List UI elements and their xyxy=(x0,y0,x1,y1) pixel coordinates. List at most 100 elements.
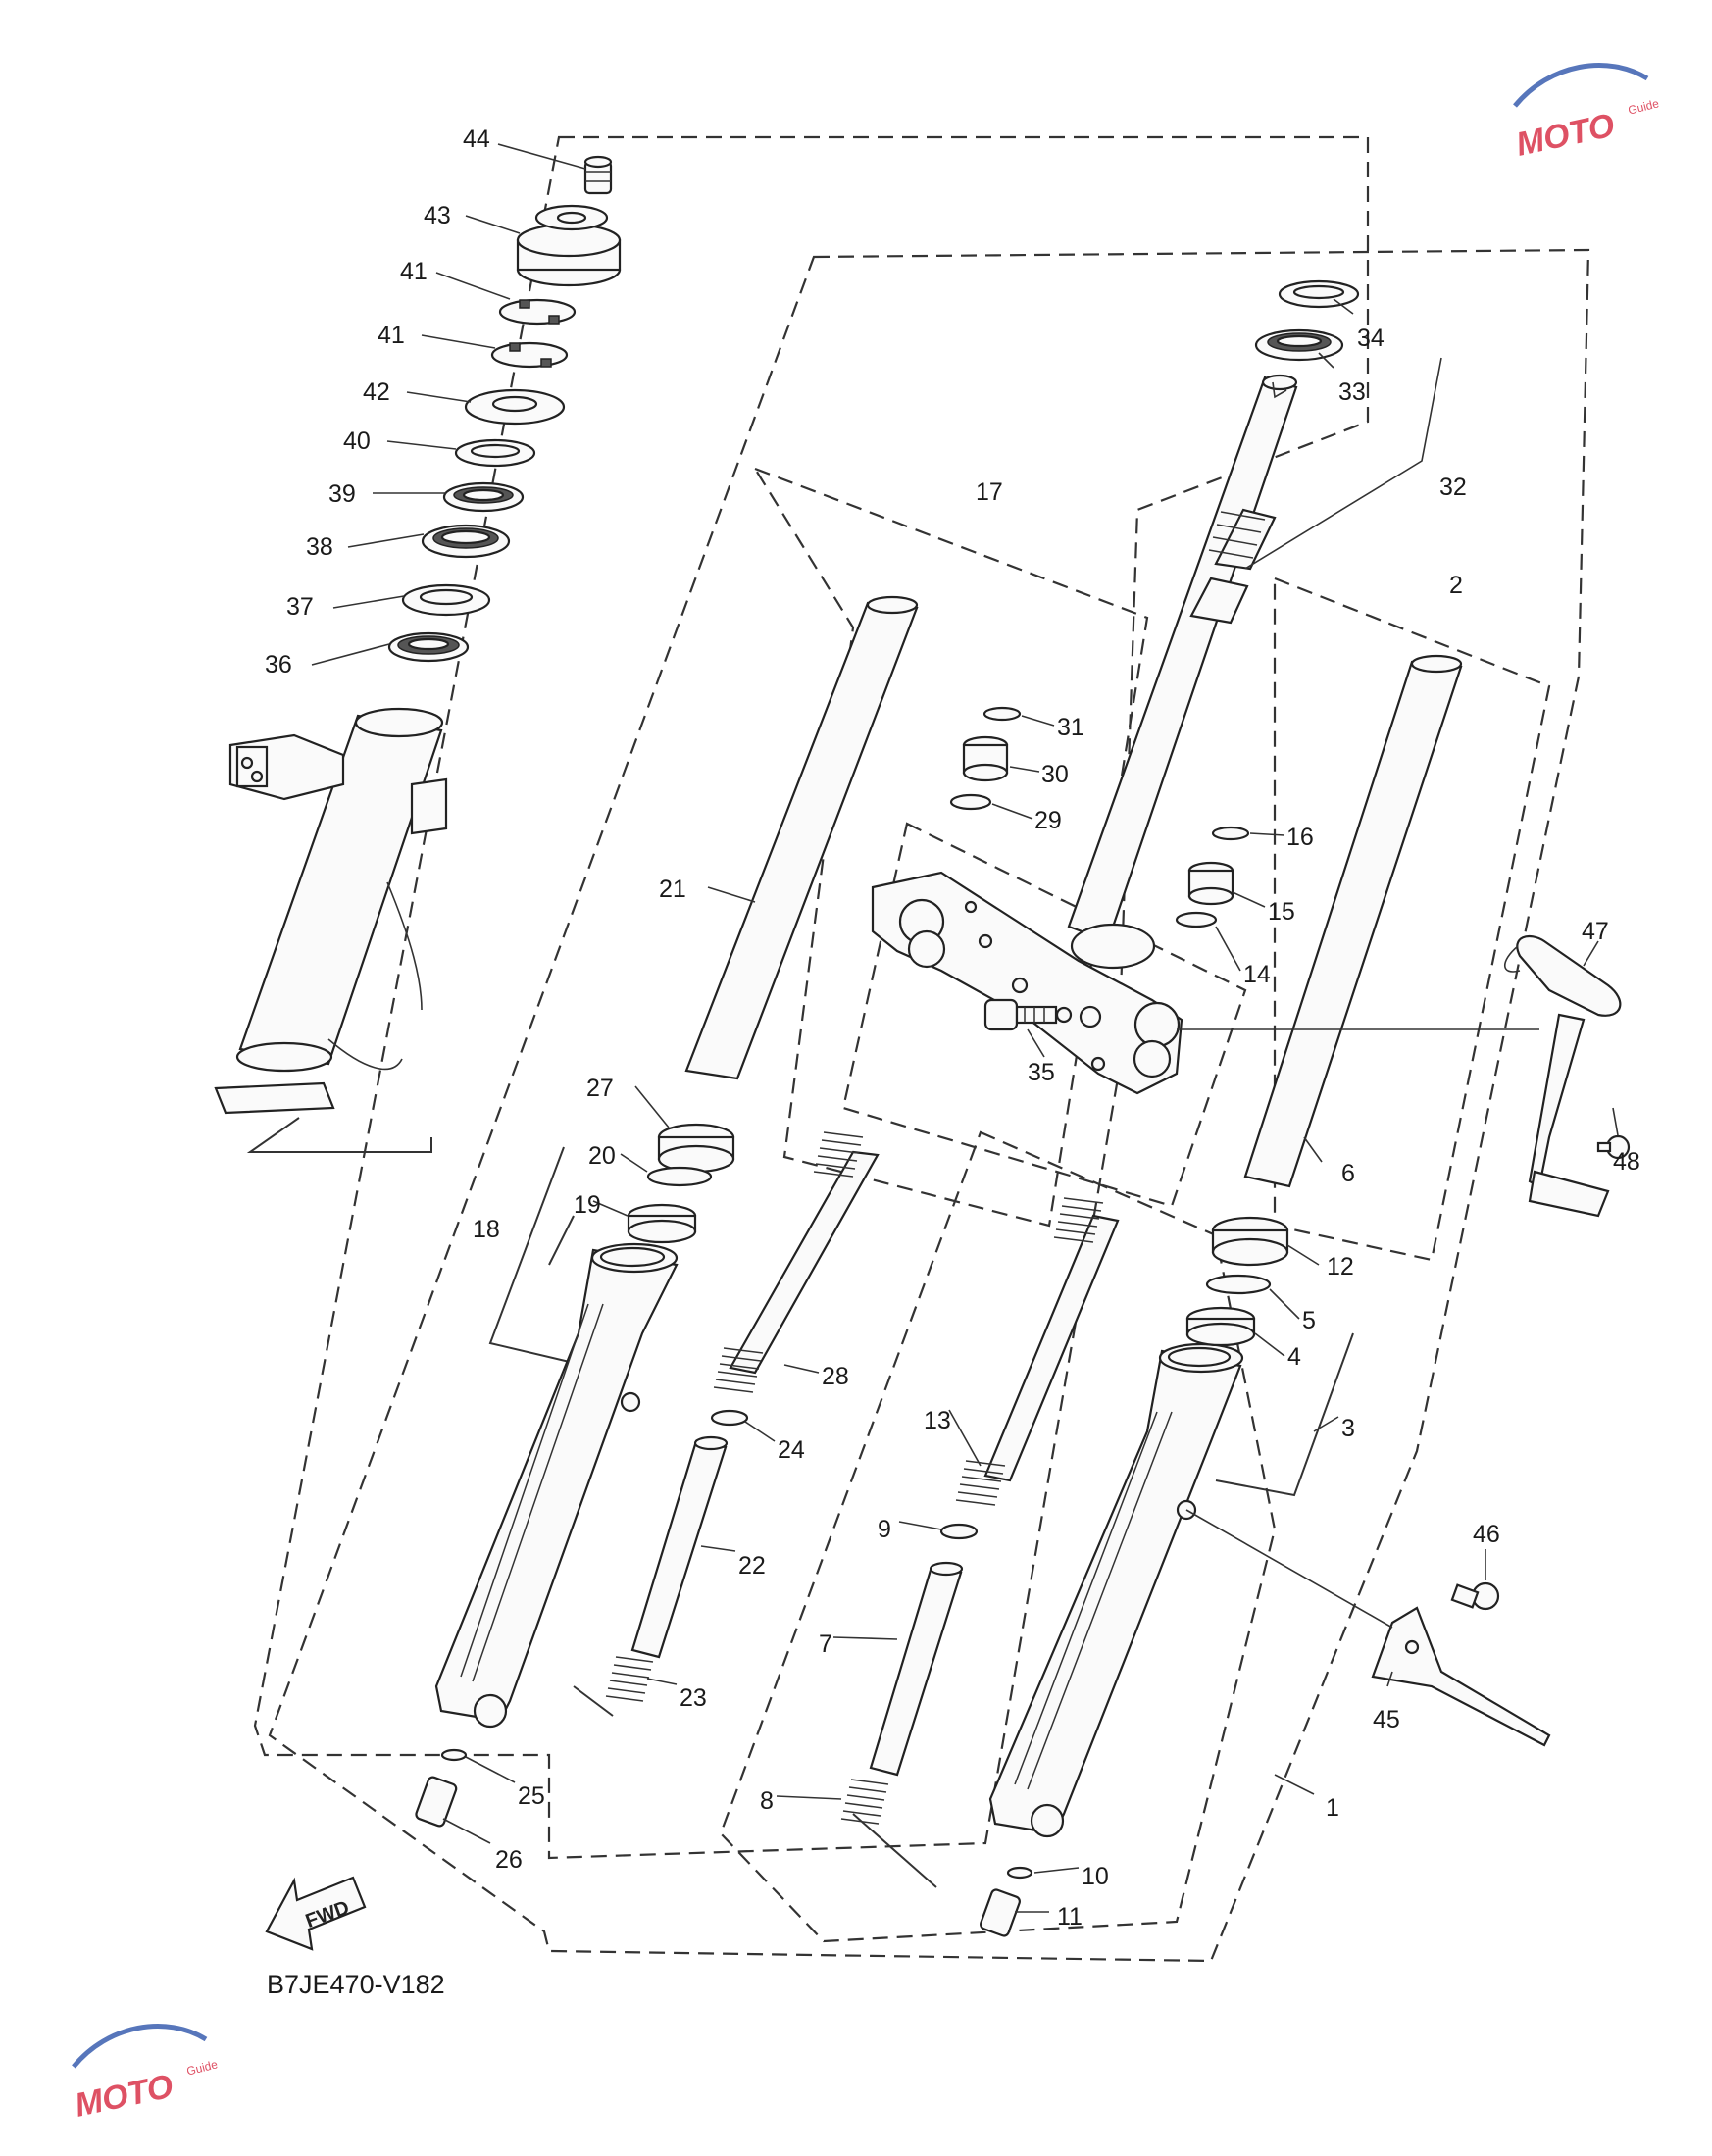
callout-10: 10 xyxy=(1082,1863,1109,1890)
part-48-bolt xyxy=(1596,1134,1631,1160)
callout-4: 4 xyxy=(1287,1343,1301,1371)
part-33-bearing xyxy=(1254,328,1344,362)
callout-14: 14 xyxy=(1243,961,1271,988)
part-37-race xyxy=(401,583,491,617)
head-pipe xyxy=(214,707,448,1115)
part-20-clip xyxy=(646,1166,713,1187)
callout-46: 46 xyxy=(1473,1521,1500,1548)
callout-30: 30 xyxy=(1041,761,1069,788)
part-7-damper-rod xyxy=(869,1561,964,1777)
fwd-arrow-icon: FWD xyxy=(265,1876,367,1951)
part-36-bearing xyxy=(387,631,470,663)
part-6-inner-tube xyxy=(1243,654,1463,1188)
part-38-race xyxy=(421,524,511,559)
part-23-spring xyxy=(605,1656,654,1702)
callout-40: 40 xyxy=(343,427,371,455)
part-18-outer-tube-left xyxy=(434,1242,679,1729)
callout-16: 16 xyxy=(1286,824,1314,851)
part-26-bolt xyxy=(415,1776,458,1828)
part-11-bolt xyxy=(980,1888,1021,1937)
callout-28: 28 xyxy=(822,1363,849,1390)
part-43-cap xyxy=(516,204,622,287)
part-16-circlip xyxy=(1211,826,1250,841)
under-bracket xyxy=(871,871,1183,1095)
callout-3: 3 xyxy=(1341,1415,1355,1442)
part-32-steering-stem xyxy=(1067,374,1298,943)
callout-18: 18 xyxy=(473,1216,500,1243)
callout-15: 15 xyxy=(1268,898,1295,926)
part-19-oil-seal xyxy=(627,1203,697,1244)
outline-group-17 xyxy=(752,466,1149,1228)
part-13-spring xyxy=(955,1197,1120,1506)
part-10-washer xyxy=(1006,1866,1033,1880)
leader-lines xyxy=(311,143,1619,1913)
callout-27: 27 xyxy=(586,1075,614,1102)
part-45-bracket xyxy=(1371,1606,1551,1747)
callout-25: 25 xyxy=(518,1782,545,1810)
part-4-oil-seal xyxy=(1185,1306,1256,1347)
outline-outer-fork-assembly xyxy=(253,135,1370,1860)
callout-19: 19 xyxy=(574,1191,601,1219)
callout-45: 45 xyxy=(1373,1706,1400,1733)
callout-39: 39 xyxy=(328,480,356,508)
part-3-outer-tube-right xyxy=(988,1342,1244,1838)
callout-21: 21 xyxy=(659,876,686,903)
watermark-text-top: MOTO xyxy=(1513,107,1618,164)
callout-8: 8 xyxy=(760,1787,774,1815)
callout-37: 37 xyxy=(286,593,314,621)
part-41a-ring-nut xyxy=(498,298,577,326)
part-28-spring xyxy=(713,1131,880,1393)
callout-6: 6 xyxy=(1341,1160,1355,1187)
bracket-group-18 xyxy=(488,1146,575,1364)
part-42-washer xyxy=(464,388,566,426)
bracket-steering-pipe xyxy=(246,1117,432,1153)
part-27-dust-seal xyxy=(657,1123,735,1174)
part-14-o-ring xyxy=(1175,911,1218,928)
part-35-bolt xyxy=(983,998,1102,1031)
part-15-cap-bolt xyxy=(1187,861,1234,906)
callout-24: 24 xyxy=(778,1436,805,1464)
callout-32: 32 xyxy=(1439,474,1467,501)
watermark-logo-bottom-left: MOTO Guide xyxy=(72,2024,220,2125)
callout-29: 29 xyxy=(1034,807,1062,834)
part-47-hose-guide xyxy=(1503,934,1622,1218)
callout-5: 5 xyxy=(1302,1307,1316,1334)
part-9-ring xyxy=(939,1523,979,1540)
callout-44: 44 xyxy=(463,125,490,153)
watermark-text-bottom: MOTO xyxy=(72,2068,176,2125)
callout-9: 9 xyxy=(878,1516,891,1543)
part-24-ring xyxy=(710,1409,749,1427)
callout-36: 36 xyxy=(265,651,292,678)
callout-23: 23 xyxy=(680,1684,707,1712)
part-5-clip xyxy=(1205,1274,1272,1295)
callout-33: 33 xyxy=(1338,378,1366,406)
callout-2: 2 xyxy=(1449,572,1463,599)
part-44-nut xyxy=(583,155,613,195)
callout-41b: 41 xyxy=(378,322,405,349)
bracket-group-8 xyxy=(852,1813,937,1888)
callout-47: 47 xyxy=(1582,918,1609,945)
part-34-seal xyxy=(1278,279,1360,309)
watermark-logo-top-right: MOTO Guide xyxy=(1513,63,1661,164)
callout-26: 26 xyxy=(495,1846,523,1874)
steering-head-parts xyxy=(387,155,622,663)
callout-34: 34 xyxy=(1357,325,1385,352)
part-22-damper-rod xyxy=(630,1435,729,1659)
callout-1: 1 xyxy=(1326,1794,1339,1822)
bracket-group-23 xyxy=(573,1685,614,1717)
bracket-group-18-inner xyxy=(548,1215,575,1266)
callout-41a: 41 xyxy=(400,258,428,285)
callout-7: 7 xyxy=(819,1630,832,1658)
outline-group-2 xyxy=(1273,577,1551,1262)
part-25-washer xyxy=(440,1748,468,1762)
callout-labels: 44 43 41 41 42 40 39 38 37 36 34 33 32 1… xyxy=(265,125,1640,1930)
diagram-code: B7JE470-V182 xyxy=(267,1970,445,1999)
bracket-group-3 xyxy=(1215,1332,1354,1497)
part-41b-ring-nut xyxy=(490,341,569,369)
callout-38: 38 xyxy=(306,533,333,561)
part-8-spring xyxy=(840,1779,889,1825)
callout-12: 12 xyxy=(1327,1253,1354,1280)
callout-31: 31 xyxy=(1057,714,1084,741)
watermark-sub-top: Guide xyxy=(1627,96,1661,117)
